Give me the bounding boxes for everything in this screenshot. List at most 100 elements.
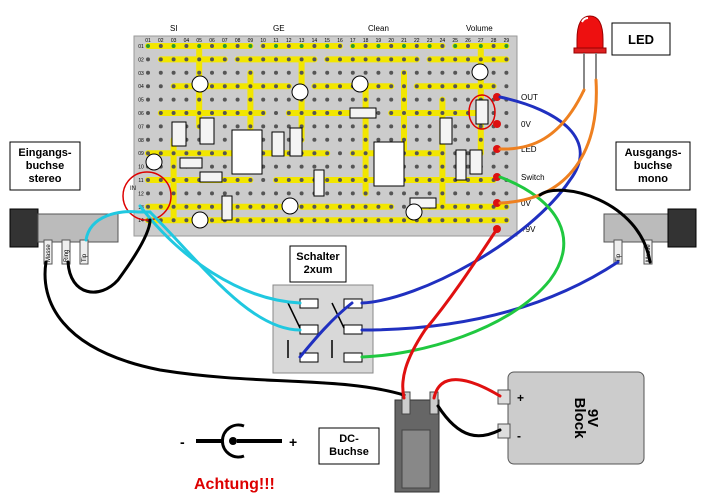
board-hole xyxy=(402,137,406,142)
board-hole xyxy=(363,97,368,102)
board-hole xyxy=(389,97,394,102)
board-hole xyxy=(261,84,266,89)
board-hole xyxy=(286,44,291,48)
board-hole xyxy=(312,84,317,89)
board-hole xyxy=(248,218,253,223)
label-line: buchse xyxy=(634,160,673,172)
column-number: 06 xyxy=(209,38,215,44)
board-hole xyxy=(402,124,406,129)
row-number: 11 xyxy=(138,178,143,184)
wire-black-input xyxy=(66,218,152,294)
board-hole xyxy=(414,124,419,129)
board-hole xyxy=(338,164,342,169)
board-hole xyxy=(440,164,445,169)
board-hole xyxy=(274,164,278,169)
board-hole xyxy=(248,44,253,48)
board-label-volume: Volume xyxy=(466,24,493,33)
board-hole xyxy=(222,84,227,89)
board-hole xyxy=(440,84,445,89)
board-hole xyxy=(427,218,432,223)
resistor xyxy=(439,117,453,145)
board-hole xyxy=(210,191,214,196)
board-hole xyxy=(427,97,432,102)
led-label: LED xyxy=(628,32,654,47)
terminal-0v: 0V xyxy=(521,120,531,129)
row-number: 12 xyxy=(138,191,144,197)
board-hole xyxy=(414,97,419,102)
resistor xyxy=(349,107,377,119)
column-number: 26 xyxy=(465,38,471,44)
board-hole xyxy=(338,178,342,182)
board-hole xyxy=(146,137,150,142)
resistor xyxy=(469,149,483,175)
resistor xyxy=(179,157,203,169)
board-hole xyxy=(504,84,509,89)
board-hole xyxy=(299,70,304,75)
board-hole xyxy=(350,44,355,48)
label-line: buchse xyxy=(26,160,65,172)
board-hole xyxy=(312,218,317,223)
board-hole xyxy=(171,57,176,62)
resistor xyxy=(289,127,303,157)
row-number: 01 xyxy=(138,44,144,50)
board-hole xyxy=(350,57,355,62)
board-hole xyxy=(376,97,381,102)
dc-jack-label: DC-Buchse xyxy=(329,433,369,458)
label-line: DC- xyxy=(339,433,359,445)
board-hole xyxy=(274,70,278,75)
board-hole xyxy=(286,124,291,129)
board-hole xyxy=(504,218,509,223)
board-hole xyxy=(414,151,419,156)
board-hole xyxy=(299,178,304,182)
board-hole xyxy=(184,218,189,223)
board-hole xyxy=(274,111,278,115)
label-line: Schalter xyxy=(296,251,340,263)
board-hole xyxy=(389,57,394,62)
board-hole xyxy=(222,191,227,196)
label-line: Block xyxy=(571,398,588,440)
board-hole xyxy=(363,218,368,223)
board-hole xyxy=(338,111,342,115)
board-hole xyxy=(299,204,304,209)
resistor xyxy=(455,149,467,181)
board-hole xyxy=(376,57,381,62)
label-line: Ausgangs- xyxy=(625,147,682,159)
column-number: 13 xyxy=(299,38,305,44)
board-hole xyxy=(158,57,163,62)
board-hole xyxy=(222,178,227,182)
transistor xyxy=(281,197,299,215)
resistor xyxy=(409,197,437,209)
board-hole xyxy=(338,97,342,102)
board-hole xyxy=(248,204,253,209)
board-hole xyxy=(312,97,317,102)
board-hole xyxy=(197,191,202,196)
column-number: 21 xyxy=(401,38,407,44)
board-hole xyxy=(184,204,189,209)
transistor xyxy=(405,203,423,221)
ic-chip xyxy=(373,141,405,187)
board-hole xyxy=(197,204,202,209)
board-hole xyxy=(274,44,278,48)
board-hole xyxy=(350,151,355,156)
board-hole xyxy=(248,84,253,89)
board-hole xyxy=(427,164,432,169)
board-hole xyxy=(286,191,291,196)
column-number: 19 xyxy=(376,38,382,44)
board-label-ge: GE xyxy=(273,24,285,33)
board-hole xyxy=(504,111,509,115)
transistor xyxy=(191,211,209,229)
board-hole xyxy=(184,84,189,89)
board-hole xyxy=(261,57,266,62)
board-hole xyxy=(402,57,406,62)
board-hole xyxy=(350,124,355,129)
board-hole xyxy=(222,57,227,62)
row-number: 04 xyxy=(138,84,144,90)
board-hole xyxy=(312,111,317,115)
battery-plus: + xyxy=(517,391,524,405)
input-highlight-circle xyxy=(122,171,172,221)
board-hole xyxy=(222,111,227,115)
board-hole xyxy=(325,57,330,62)
board-hole xyxy=(146,70,150,75)
